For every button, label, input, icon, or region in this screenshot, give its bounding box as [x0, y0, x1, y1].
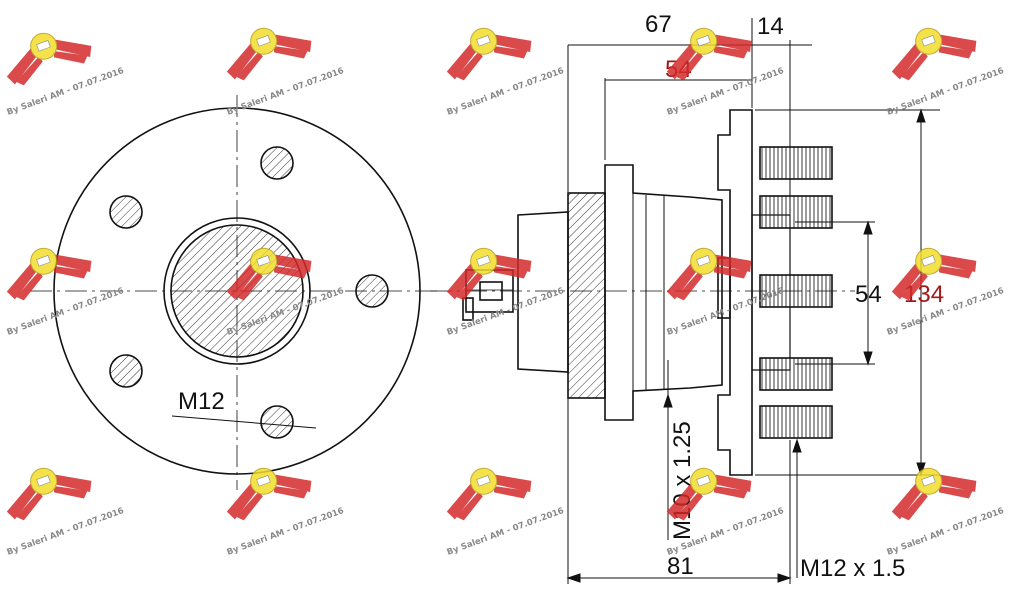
mounting-flange [604, 164, 723, 421]
bolt-hole [109, 354, 143, 388]
wheel-stud [759, 357, 833, 391]
dim-center-bore: 54 [855, 281, 882, 308]
dimension-lines [566, 18, 940, 584]
wheel-stud [759, 195, 833, 229]
dim-flange-thickness: 14 [757, 13, 784, 40]
side-view [430, 109, 855, 476]
wheel-stud [759, 146, 833, 180]
bearing-housing [567, 192, 606, 399]
m12-leader [171, 415, 317, 429]
watermark-layer [0, 13, 982, 526]
bolt-hole [109, 195, 143, 229]
wheel-stud [759, 405, 833, 439]
dim-stud-thread: M12 x 1.5 [800, 555, 905, 582]
bolt-hole [260, 405, 294, 439]
dim-overall-top: 67 [645, 11, 672, 38]
abs-sensor-stem [462, 297, 474, 321]
wheel-flange [717, 109, 753, 476]
bolt-hole [260, 146, 294, 180]
dim-total-length: 81 [667, 553, 694, 580]
front-bolt-thread-label: M12 [178, 388, 225, 415]
